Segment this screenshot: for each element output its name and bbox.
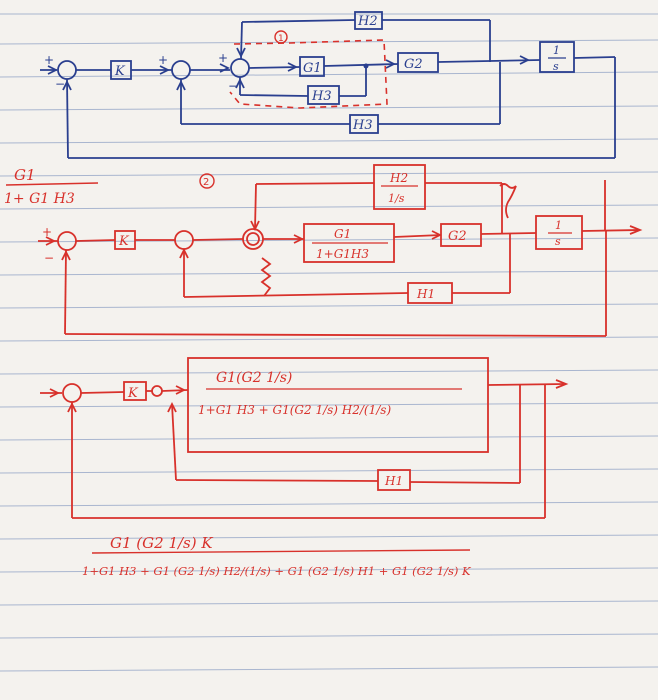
step-marker-1 (274, 30, 288, 44)
d2-h-top-num: H2 (389, 171, 408, 185)
d2-h-bottom: H1 (416, 287, 435, 301)
reduction-region-1 (229, 39, 388, 109)
diagram-2-signs: +− (42, 225, 54, 265)
d2-summing-junction-2 (174, 230, 194, 250)
d3-label-k: K (127, 386, 139, 401)
final-transfer-function: G1 (G2 1/s) K 1+G1 H3 + G1 (G2 1/s) H2/(… (82, 534, 472, 578)
d3-block-num: G1(G2 1/s) (216, 370, 292, 386)
svg-text:−: − (44, 251, 54, 265)
d3-label-h1: H1 (384, 474, 403, 488)
d2-summing-junction-1 (57, 231, 77, 251)
block-h3 (307, 85, 340, 105)
reduction-1: G1 1+ G1 H3 (4, 166, 99, 207)
step-marker-1-text: 1 (278, 34, 284, 44)
d2-block-integrator (535, 215, 583, 250)
svg-text:−: − (228, 79, 238, 93)
block-g1 (299, 56, 325, 77)
takeoff-point (363, 63, 369, 69)
summing-junction-2 (171, 60, 191, 80)
label-g2: G2 (404, 57, 423, 72)
svg-text:+: + (218, 51, 228, 65)
diagram-3 (40, 357, 569, 519)
summing-junction-3 (230, 58, 250, 78)
label-h1-loop: H3 (352, 118, 373, 133)
diagram-1-signs: +− + +− (44, 51, 238, 93)
block-g2 (397, 52, 439, 73)
svg-text:+: + (44, 53, 54, 67)
final-den: 1+G1 H3 + G1 (G2 1/s) H2/(1/s) + G1 (G2 … (82, 564, 472, 578)
diagram-3-labels: K G1(G2 1/s) 1+G1 H3 + G1(G2 1/s) H2/(1/… (127, 370, 462, 488)
d2-integrator-num: 1 (555, 219, 562, 232)
d2-label-k: K (118, 234, 130, 249)
d3-block-den: 1+G1 H3 + G1(G2 1/s) H2/(1/s) (198, 403, 391, 417)
integrator-num: 1 (553, 44, 560, 57)
d2-block-h-top (373, 164, 426, 210)
step-marker-2-text: 2 (203, 177, 209, 188)
ruled-lines (0, 13, 658, 672)
label-k: K (114, 64, 126, 79)
d3-block-h1 (377, 469, 411, 491)
label-h2: H2 (357, 14, 378, 29)
final-num: G1 (G2 1/s) K (110, 534, 213, 552)
svg-text:−: − (55, 77, 65, 91)
d2-block-den: 1+G1H3 (316, 247, 369, 261)
d2-block-num: G1 (334, 227, 351, 241)
step-marker-2 (199, 173, 215, 189)
svg-text:+: + (158, 53, 168, 67)
reduction-1-den: 1+ G1 H3 (4, 191, 75, 207)
integrator-den: s (553, 60, 559, 73)
d2-block-g1-reduced (303, 223, 395, 263)
d3-block-reduced (187, 357, 489, 453)
reduction-1-num: G1 (14, 166, 36, 184)
block-integrator (539, 41, 575, 73)
d2-label-g2: G2 (448, 229, 467, 244)
diagram-1-labels: K G1 G2 H2 H3 H3 1 s (114, 14, 566, 133)
label-h3: H3 (311, 89, 332, 104)
svg-text:+: + (42, 225, 52, 239)
d2-summing-junction-3 (242, 228, 264, 250)
diagram-2-labels: K G1 1+G1H3 G2 H2 1/s 1 s H1 (118, 171, 572, 301)
d2-h-top-den: 1/s (388, 192, 405, 205)
diagram-2 (38, 164, 643, 337)
diagram-1 (40, 11, 616, 159)
label-g1: G1 (303, 61, 322, 76)
d3-summing-junction (62, 383, 82, 403)
d2-integrator-den: s (555, 235, 561, 248)
